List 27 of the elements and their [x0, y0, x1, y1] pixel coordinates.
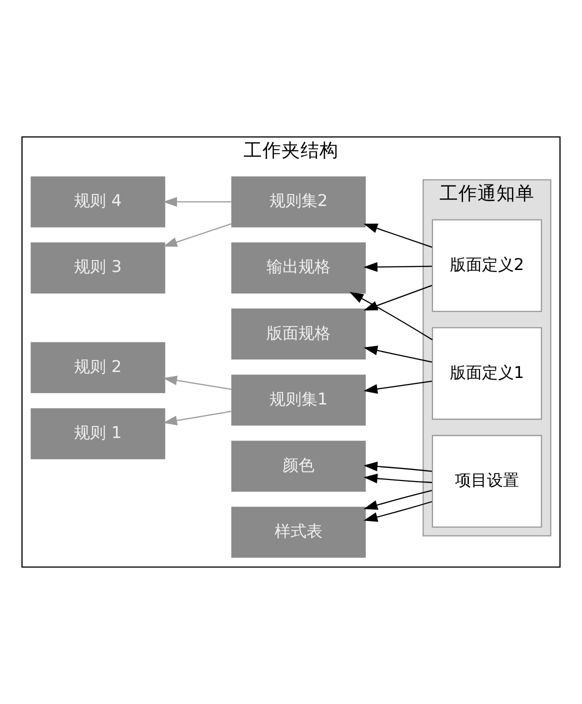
node-box: 规则集1	[231, 374, 366, 426]
arrow	[364, 501, 432, 522]
arrow	[350, 292, 433, 340]
arrow	[364, 284, 432, 311]
node-box: 样式表	[231, 506, 366, 558]
arrow	[163, 376, 232, 390]
arrow	[364, 462, 432, 472]
node-box: 规则 2	[30, 342, 166, 394]
node-box: 版面定义1	[432, 327, 542, 420]
arrow	[364, 490, 432, 510]
node-box: 规则 1	[30, 408, 166, 460]
node-box: 规则 3	[30, 242, 166, 294]
arrow	[364, 346, 432, 363]
arrow	[163, 410, 232, 426]
arrow	[364, 380, 432, 394]
node-box: 输出规格	[231, 242, 366, 294]
node-box: 版面规格	[231, 308, 366, 360]
node-box: 规则 4	[30, 176, 166, 228]
arrow	[364, 474, 432, 484]
arrow	[364, 224, 432, 248]
node-box: 版面定义2	[432, 219, 542, 312]
arrow	[163, 223, 232, 247]
node-box: 项目设置	[432, 434, 542, 528]
node-box: 颜色	[231, 440, 366, 492]
node-box: 规则集2	[231, 176, 366, 228]
arrow	[163, 196, 232, 207]
arrow	[364, 262, 432, 272]
